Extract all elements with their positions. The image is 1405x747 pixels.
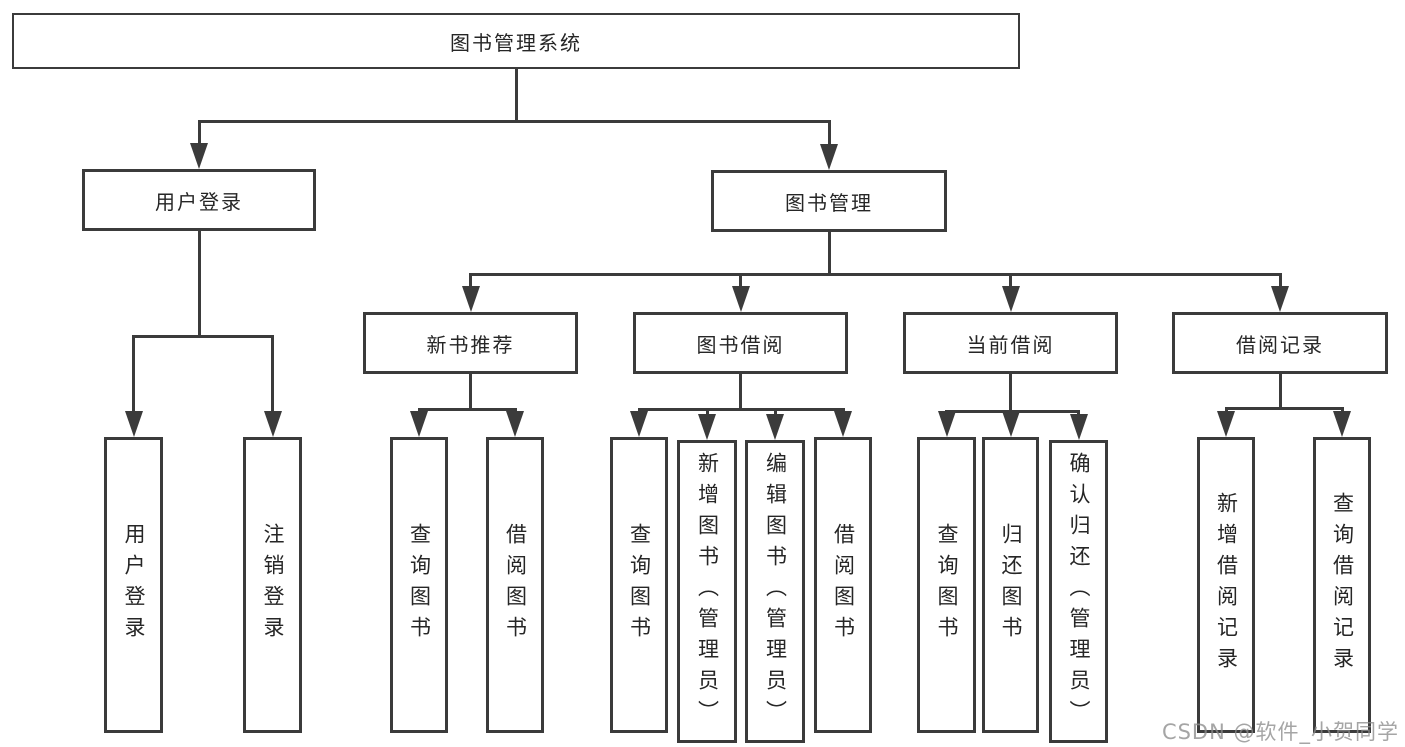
node-label: 新增图书（管理员） xyxy=(695,452,720,731)
connector-line xyxy=(1009,374,1012,413)
node-bb-borrow: 借阅图书 xyxy=(814,437,872,733)
connector-line xyxy=(469,374,472,411)
node-cb-return: 归还图书 xyxy=(982,437,1039,733)
connector-line xyxy=(1278,273,1282,286)
csdn-watermark: CSDN @软件_小贺同学 xyxy=(1161,720,1399,744)
node-label: 查询图书 xyxy=(407,523,432,647)
arrowhead-down-icon xyxy=(1271,286,1289,312)
arrowhead-down-icon xyxy=(1333,411,1351,437)
arrowhead-down-icon xyxy=(461,286,480,312)
connector-line xyxy=(513,408,517,411)
arrowhead-down-icon xyxy=(1001,411,1020,437)
arrowhead-down-icon xyxy=(731,286,750,312)
node-label: 注销登录 xyxy=(261,523,285,647)
connector-line xyxy=(1009,410,1012,411)
node-label: 借阅记录 xyxy=(1236,332,1324,357)
connector-line xyxy=(1009,273,1012,286)
connector-line xyxy=(827,120,831,144)
arrowhead-down-icon xyxy=(263,411,282,437)
node-nbr-borrow: 借阅图书 xyxy=(486,437,544,733)
node-label: 查询图书 xyxy=(627,523,652,647)
arrowhead-down-icon xyxy=(190,143,208,169)
node-current-borrow: 当前借阅 xyxy=(903,312,1118,374)
node-bb-add: 新增图书（管理员） xyxy=(677,440,737,743)
node-label: 查询借阅记录 xyxy=(1330,492,1355,678)
node-nbr-query: 查询图书 xyxy=(390,437,448,733)
arrowhead-down-icon xyxy=(1217,411,1235,437)
node-root: 图书管理系统 xyxy=(12,13,1020,69)
arrowhead-down-icon xyxy=(834,411,852,437)
connector-line xyxy=(1077,410,1080,414)
connector-line xyxy=(705,408,709,414)
connector-line xyxy=(417,408,421,411)
node-label: 借阅图书 xyxy=(831,523,856,647)
node-label: 图书管理 xyxy=(785,190,873,215)
node-login: 用户登录 xyxy=(104,437,163,733)
connector-line xyxy=(773,408,777,414)
node-cb-confirm: 确认归还（管理员） xyxy=(1049,440,1108,743)
connector-line xyxy=(197,120,201,143)
arrowhead-down-icon xyxy=(1069,414,1088,440)
arrowhead-down-icon xyxy=(937,411,956,437)
node-bb-edit: 编辑图书（管理员） xyxy=(745,440,805,743)
connector-line xyxy=(1224,407,1344,410)
node-cb-query: 查询图书 xyxy=(917,437,976,733)
connector-line xyxy=(197,231,201,338)
node-label: 用户登录 xyxy=(122,523,146,647)
node-borrow-records: 借阅记录 xyxy=(1172,312,1388,374)
arrowhead-down-icon xyxy=(630,411,648,437)
connector-line xyxy=(417,408,517,411)
connector-line xyxy=(739,273,742,286)
connector-line xyxy=(1224,407,1228,411)
node-logout: 注销登录 xyxy=(243,437,302,733)
node-book-borrow: 图书借阅 xyxy=(633,312,848,374)
node-br-query: 查询借阅记录 xyxy=(1313,437,1371,733)
arrowhead-down-icon xyxy=(124,411,143,437)
node-new-book-rec: 新书推荐 xyxy=(363,312,578,374)
connector-line xyxy=(1340,407,1344,411)
arrowhead-down-icon xyxy=(766,414,784,440)
connector-line xyxy=(945,410,948,411)
node-label: 编辑图书（管理员） xyxy=(763,452,788,731)
node-label: 图书借阅 xyxy=(696,332,785,357)
arrowhead-down-icon xyxy=(1001,286,1020,312)
node-label: 确认归还（管理员） xyxy=(1067,452,1091,731)
node-label: 新增借阅记录 xyxy=(1214,492,1239,678)
connector-line xyxy=(469,273,1282,276)
node-label: 归还图书 xyxy=(999,523,1023,647)
node-label: 查询图书 xyxy=(935,523,959,647)
node-bb-query: 查询图书 xyxy=(610,437,668,733)
connector-line xyxy=(197,120,831,123)
arrowhead-down-icon xyxy=(506,411,524,437)
node-label: 图书管理系统 xyxy=(450,30,582,55)
arrowhead-down-icon xyxy=(820,144,838,170)
connector-line xyxy=(514,69,518,123)
node-user-login: 用户登录 xyxy=(82,169,316,231)
node-label: 借阅图书 xyxy=(503,523,528,647)
arrowhead-down-icon xyxy=(410,411,428,437)
connector-line xyxy=(271,335,274,411)
connector-line xyxy=(739,374,742,411)
connector-line xyxy=(1278,374,1282,410)
connector-line xyxy=(827,232,831,276)
connector-line xyxy=(637,408,641,411)
arrowhead-down-icon xyxy=(698,414,716,440)
node-label: 当前借阅 xyxy=(966,332,1055,357)
connector-line xyxy=(841,408,845,411)
connector-line xyxy=(132,335,274,338)
connector-line xyxy=(132,335,135,411)
node-label: 用户登录 xyxy=(155,189,243,214)
node-br-add: 新增借阅记录 xyxy=(1197,437,1255,733)
node-label: 新书推荐 xyxy=(426,332,515,357)
node-book-mgmt: 图书管理 xyxy=(711,170,947,232)
connector-line xyxy=(469,273,472,286)
connector-line xyxy=(637,408,845,411)
